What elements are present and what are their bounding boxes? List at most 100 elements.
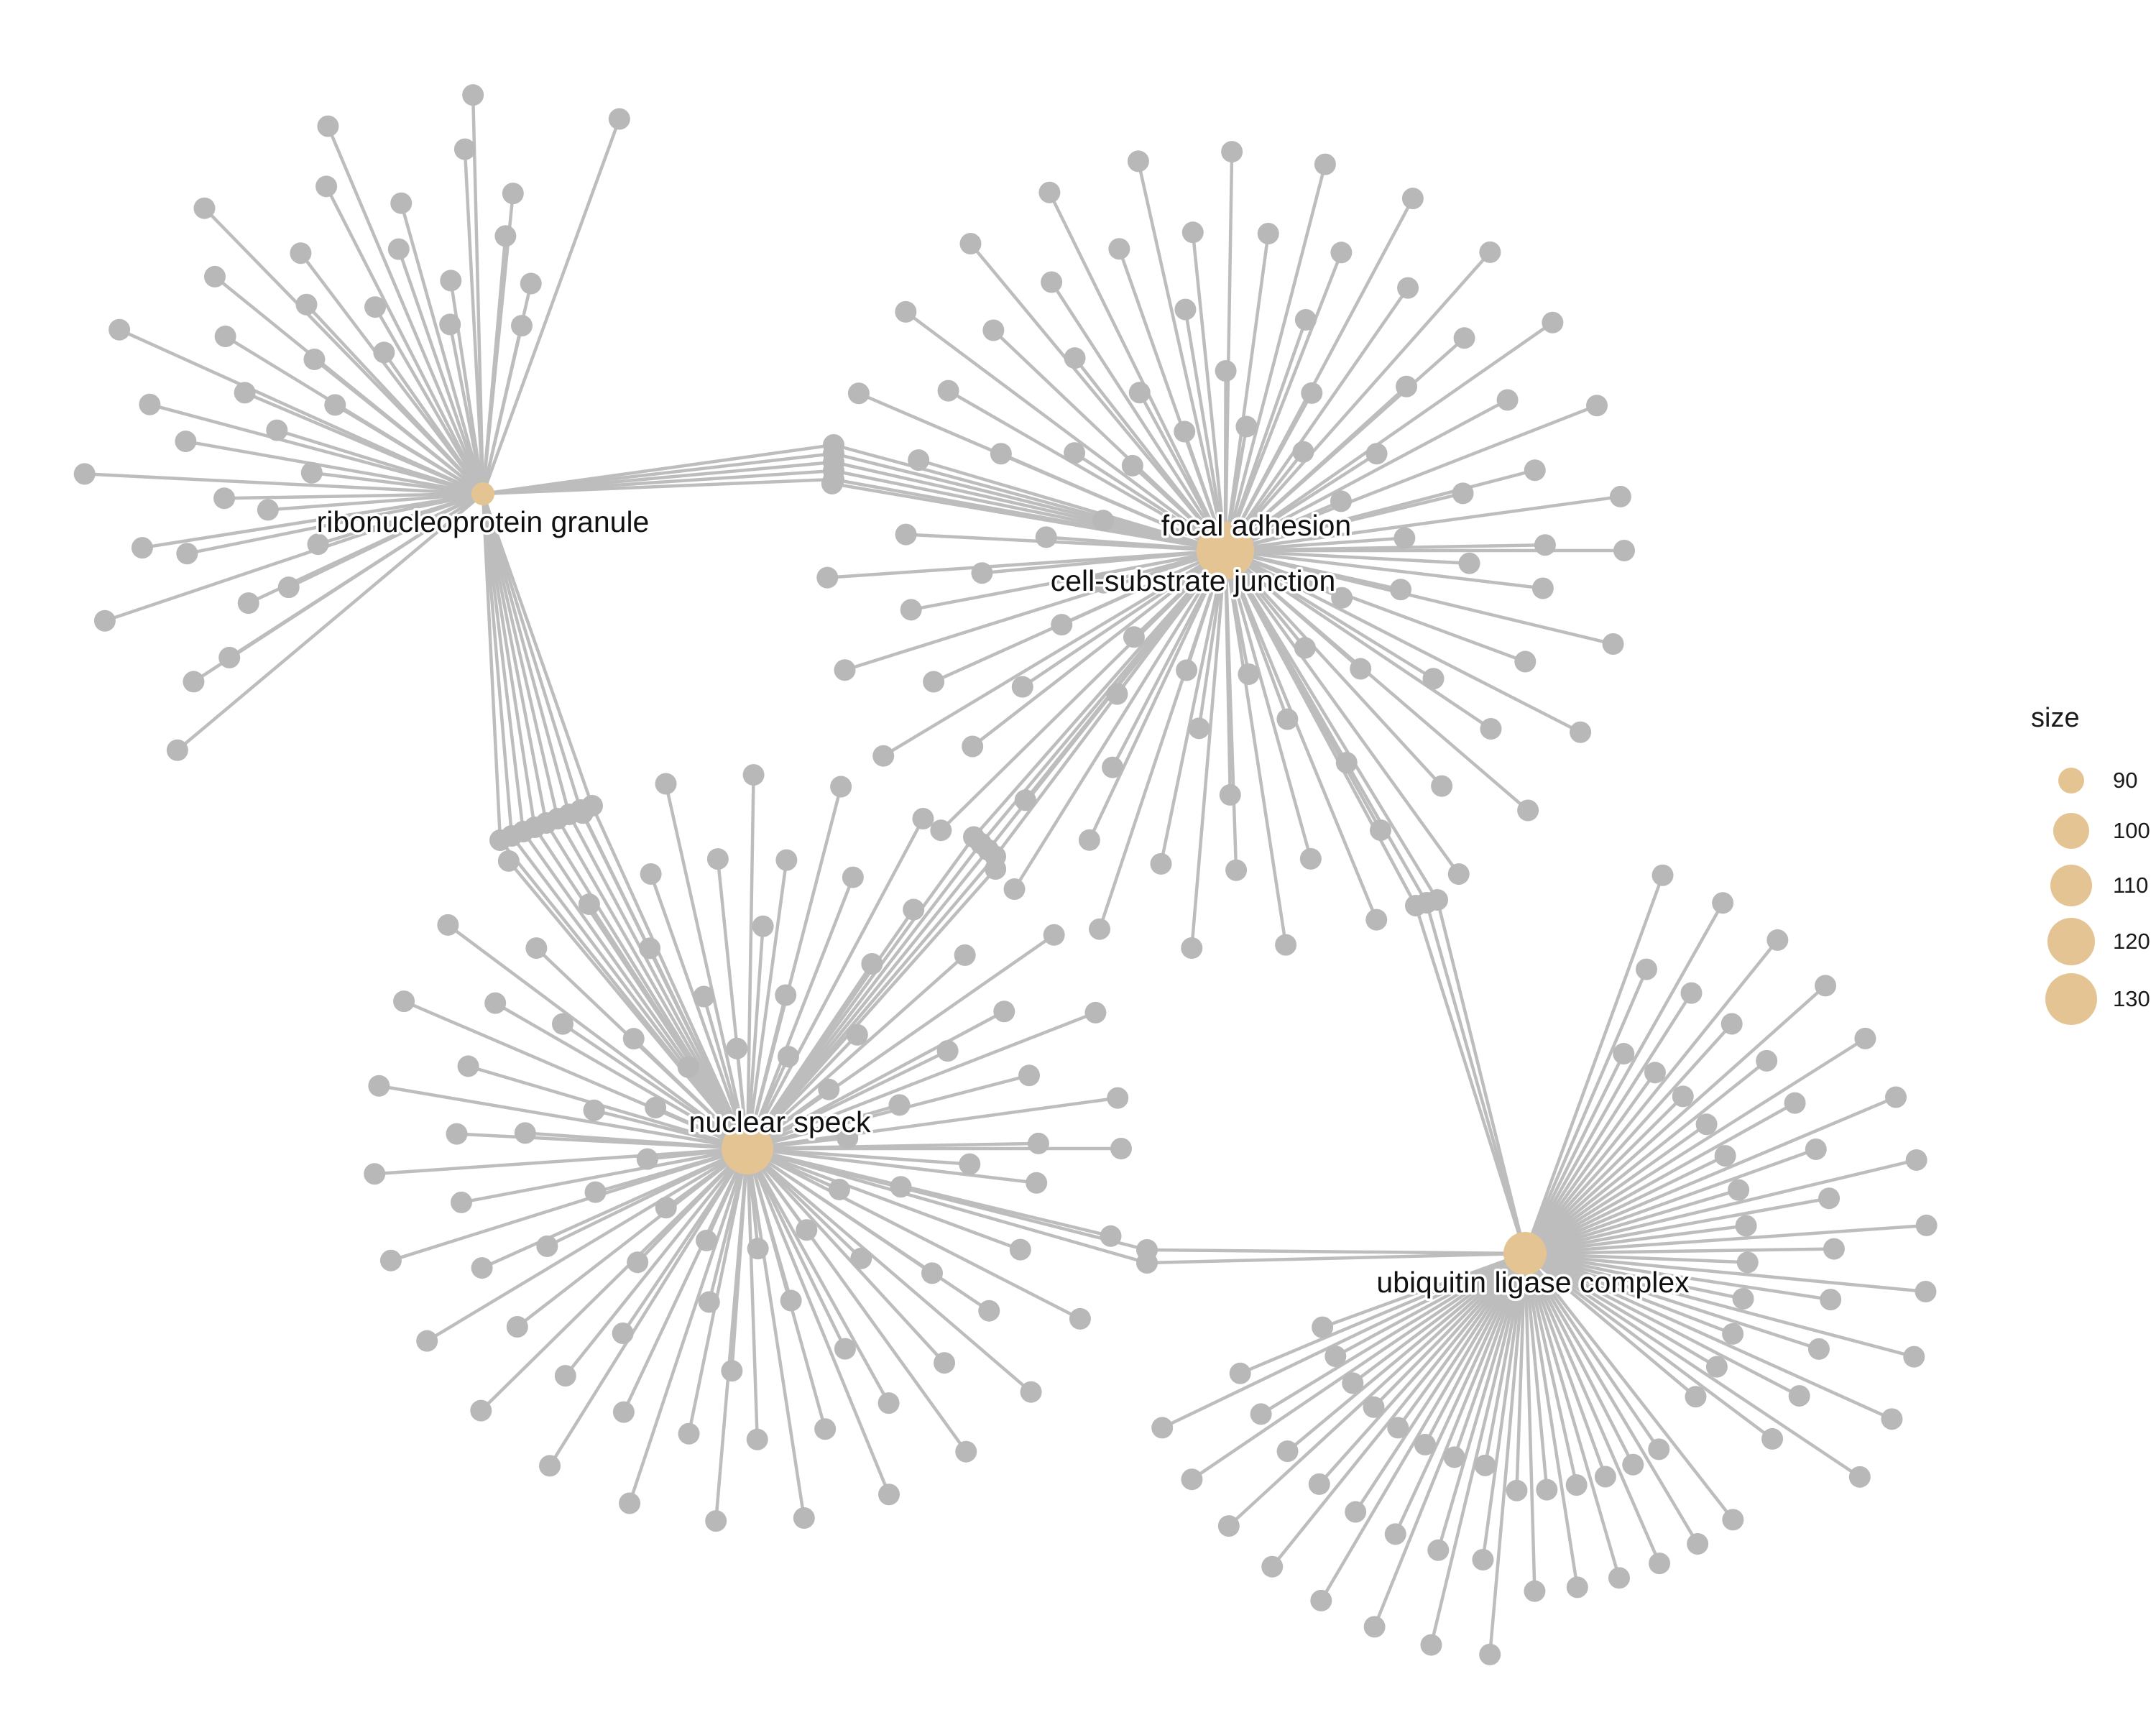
term-node-ulc [1503,1232,1547,1275]
gene-term-edge [1225,492,1464,553]
gene-term-edge [747,1146,1148,1265]
gene-term-edge [1224,549,1362,671]
size-legend: size 90 100 110 120 130 [2012,696,2156,1025]
gene-term-edge [533,826,749,1150]
gene-term-edge [185,439,484,496]
gene-term-edge [1271,1252,1526,1568]
gene-term-edge [1524,1059,1768,1255]
gene-term-edge [1224,549,1460,875]
gene-term-edge [1050,281,1227,552]
gene-term-edge [746,817,925,1150]
gene-node [506,1315,528,1338]
gene-node [1594,1466,1616,1488]
gene-node [619,1492,641,1514]
gene-node [1250,1403,1272,1425]
gene-term-edge [305,303,484,495]
gene-term-edge [1524,1251,1915,1358]
gene-term-edge [745,1148,847,1350]
gene-node [930,819,952,842]
gene-node [677,1056,699,1078]
gene-node [578,893,600,916]
gene-term-edge [142,492,484,550]
gene-node [390,192,413,214]
gene-node [1479,1643,1501,1665]
gene-node [777,1046,799,1068]
gene-node [1314,153,1336,175]
gene-term-edge [745,1148,806,1519]
gene-node [1051,614,1073,636]
gene-term-edge [1000,452,1226,553]
gene-term-edge [1223,319,1308,551]
gene-node [612,1322,634,1345]
gene-node [1784,1092,1806,1114]
gene-node [1602,633,1624,656]
gene-term-edge [1437,1253,1527,1551]
gene-term-edge [326,125,485,494]
gene-term-edge [1372,1252,1526,1409]
legend-size-swatch [2053,813,2089,849]
gene-node [1672,1085,1694,1108]
gene-term-edge [481,493,583,811]
gene-node [453,138,476,160]
gene-term-edge [1524,1154,1726,1256]
gene-node [1420,1634,1442,1656]
gene-node [1807,1338,1830,1360]
gene-node [1480,717,1502,740]
gene-node [1903,1346,1925,1368]
gene-node [1174,420,1196,443]
gene-term-edge [494,1001,749,1150]
gene-term-edge [745,775,755,1149]
gene-term-edge [378,1084,748,1151]
gene-term-edge [745,876,854,1149]
gene-term-edge [176,492,484,752]
gene-node [900,599,922,621]
gene-term-edge [1223,252,1343,551]
gene-node [1915,1214,1938,1236]
gene-node [1506,1479,1528,1501]
gene-node [903,898,925,921]
gene-node [1335,752,1358,774]
gene-term-edge [1483,1253,1527,1466]
gene-term-edge [1524,1252,1774,1440]
gene-term-edge [746,1147,890,1404]
gene-node [300,461,323,484]
gene-node [1705,1356,1728,1378]
gene-term-edge [224,492,484,500]
gene-term-edge [1224,549,1434,681]
gene-node [1648,1438,1670,1460]
gene-term-edge [1159,550,1227,865]
legend-entry: 90 [2012,753,2156,809]
gene-term-edge [1191,1252,1526,1481]
term-label-cell-substrate-junction: cell-substrate junction [1051,564,1336,597]
gene-node [1651,864,1674,886]
gene-term-edge [1021,549,1227,689]
gene-term-edge [1524,1223,1927,1256]
gene-node [109,318,131,341]
gene-node [1447,863,1470,886]
gene-term-edge [1224,548,1582,734]
gene-node [1043,924,1065,946]
gene-term-edge [971,549,1227,748]
gene-term-edge [1524,1252,1697,1398]
gene-node [1524,1580,1546,1602]
gene-term-edge [481,493,525,832]
gene-node [1728,1179,1750,1201]
gene-node [1301,382,1323,404]
gene-term-edge [1524,984,1827,1255]
gene-term-edge [525,1131,748,1151]
gene-node [850,1247,872,1269]
gene-node [1238,663,1260,685]
gene-node [193,197,216,219]
gene-term-edge [1452,1253,1527,1458]
gene-term-edge [1061,548,1226,627]
gene-term-edge [374,1146,748,1176]
gene-term-edge [1523,1253,1549,1490]
gene-node [1181,937,1203,960]
gene-node [307,533,329,556]
gene-node [1805,1138,1827,1160]
gene-node [705,1510,727,1532]
legend-size-swatch [2050,865,2092,906]
gene-node [1365,908,1388,931]
gene-term-edge [481,493,594,806]
gene-node [962,735,984,758]
